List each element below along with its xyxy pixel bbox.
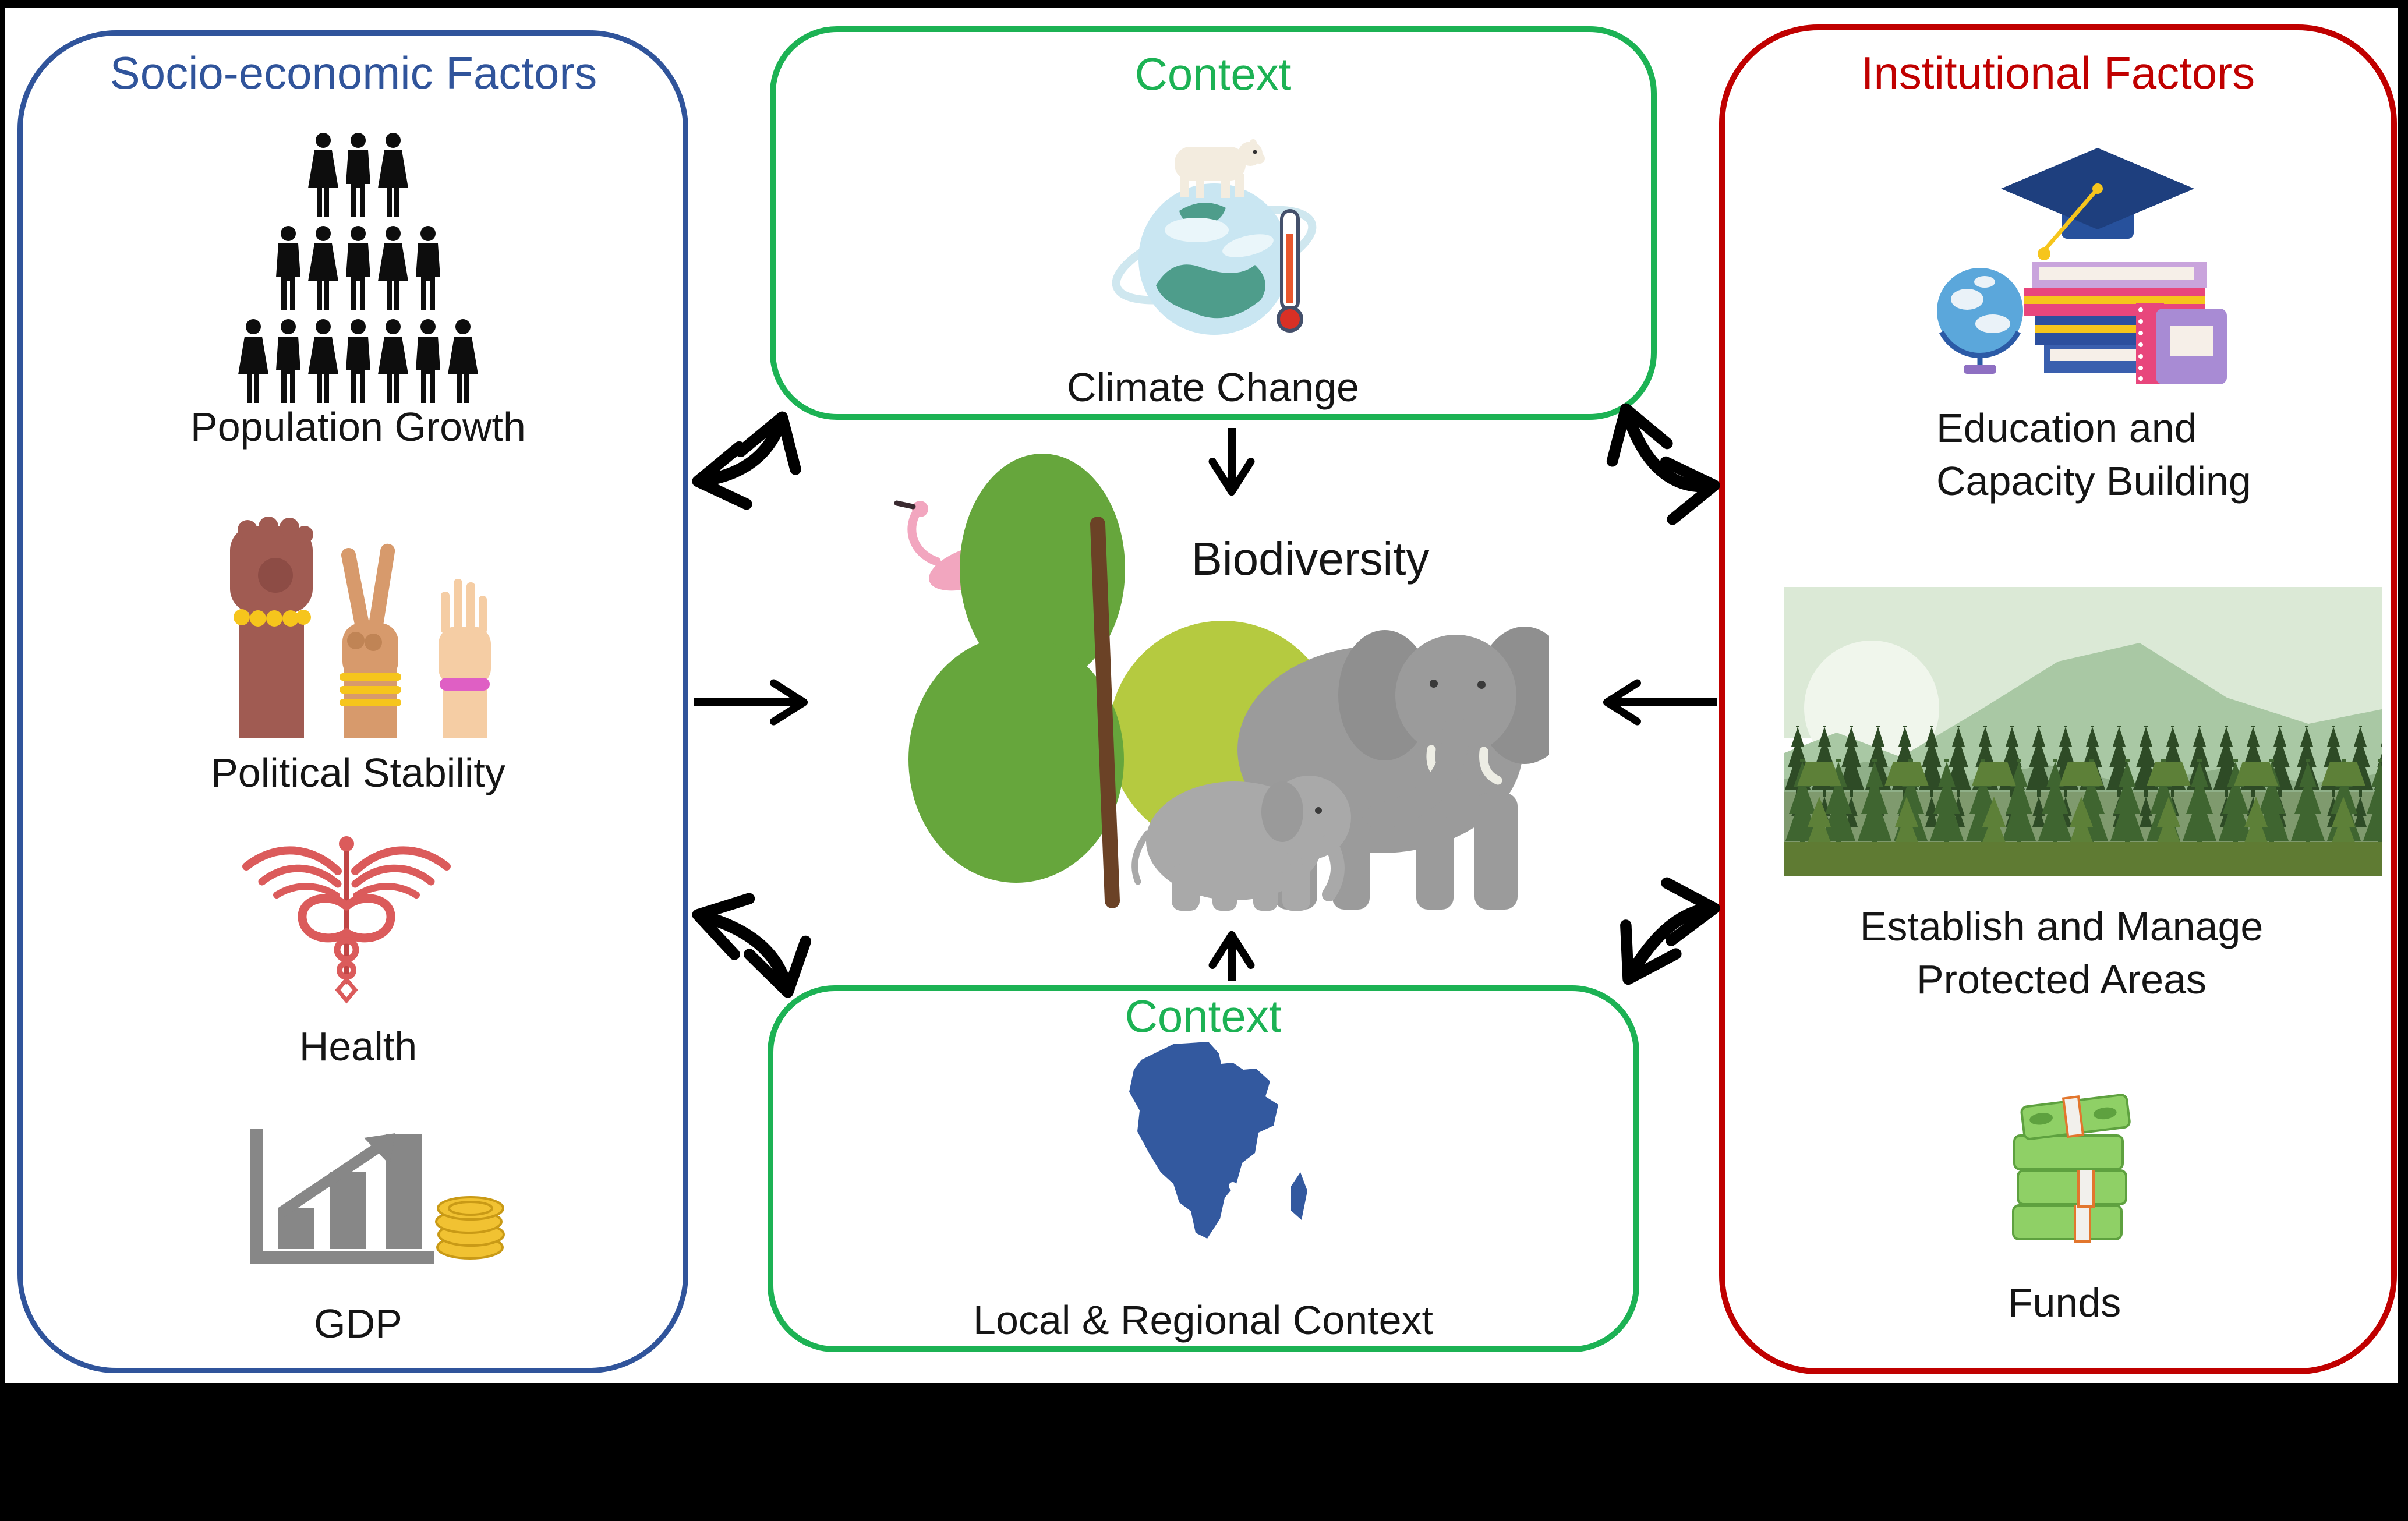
education-books-icon [1937, 148, 2227, 384]
africa-map-icon [1129, 1042, 1307, 1239]
local-regional-context-label: Local & Regional Context [973, 1297, 1433, 1343]
socio-economic-title: Socio-economic Factors [109, 47, 597, 98]
socio-economic-factors-box [17, 30, 688, 1373]
health-label: Health [299, 1024, 418, 1069]
institutional-title: Institutional Factors [1861, 47, 2255, 98]
funds-label: Funds [2007, 1280, 2121, 1325]
context-top-title: Context [1134, 48, 1292, 100]
wildlife-illustration [894, 454, 1549, 911]
biodiversity-label: Biodiversity [1191, 533, 1430, 585]
tree-icon [908, 454, 1125, 883]
gdp-chart-coins-icon [250, 1129, 505, 1264]
context-bottom-box [768, 985, 1639, 1352]
money-stack-icon [2012, 1094, 2131, 1243]
protected-areas-label: Establish and Manage Protected Areas [1859, 904, 2264, 1002]
protected-forest-icon [1784, 587, 2382, 876]
raised-hands-icon [230, 517, 491, 738]
context-bottom-title: Context [1125, 991, 1282, 1042]
population-growth-label: Population Growth [190, 404, 526, 450]
political-stability-label: Political Stability [211, 750, 505, 795]
climate-change-label: Climate Change [1067, 365, 1359, 410]
institutional-factors-box [1719, 24, 2397, 1374]
education-capacity-label: Education and Capacity Building [1936, 405, 2251, 504]
context-top-box [770, 26, 1657, 420]
caduceus-icon [242, 836, 451, 1004]
baby-elephant-icon [1131, 776, 1351, 911]
climate-globe-icon [1112, 139, 1317, 335]
population-pyramid-icon [238, 133, 478, 403]
gdp-label: GDP [314, 1301, 402, 1346]
